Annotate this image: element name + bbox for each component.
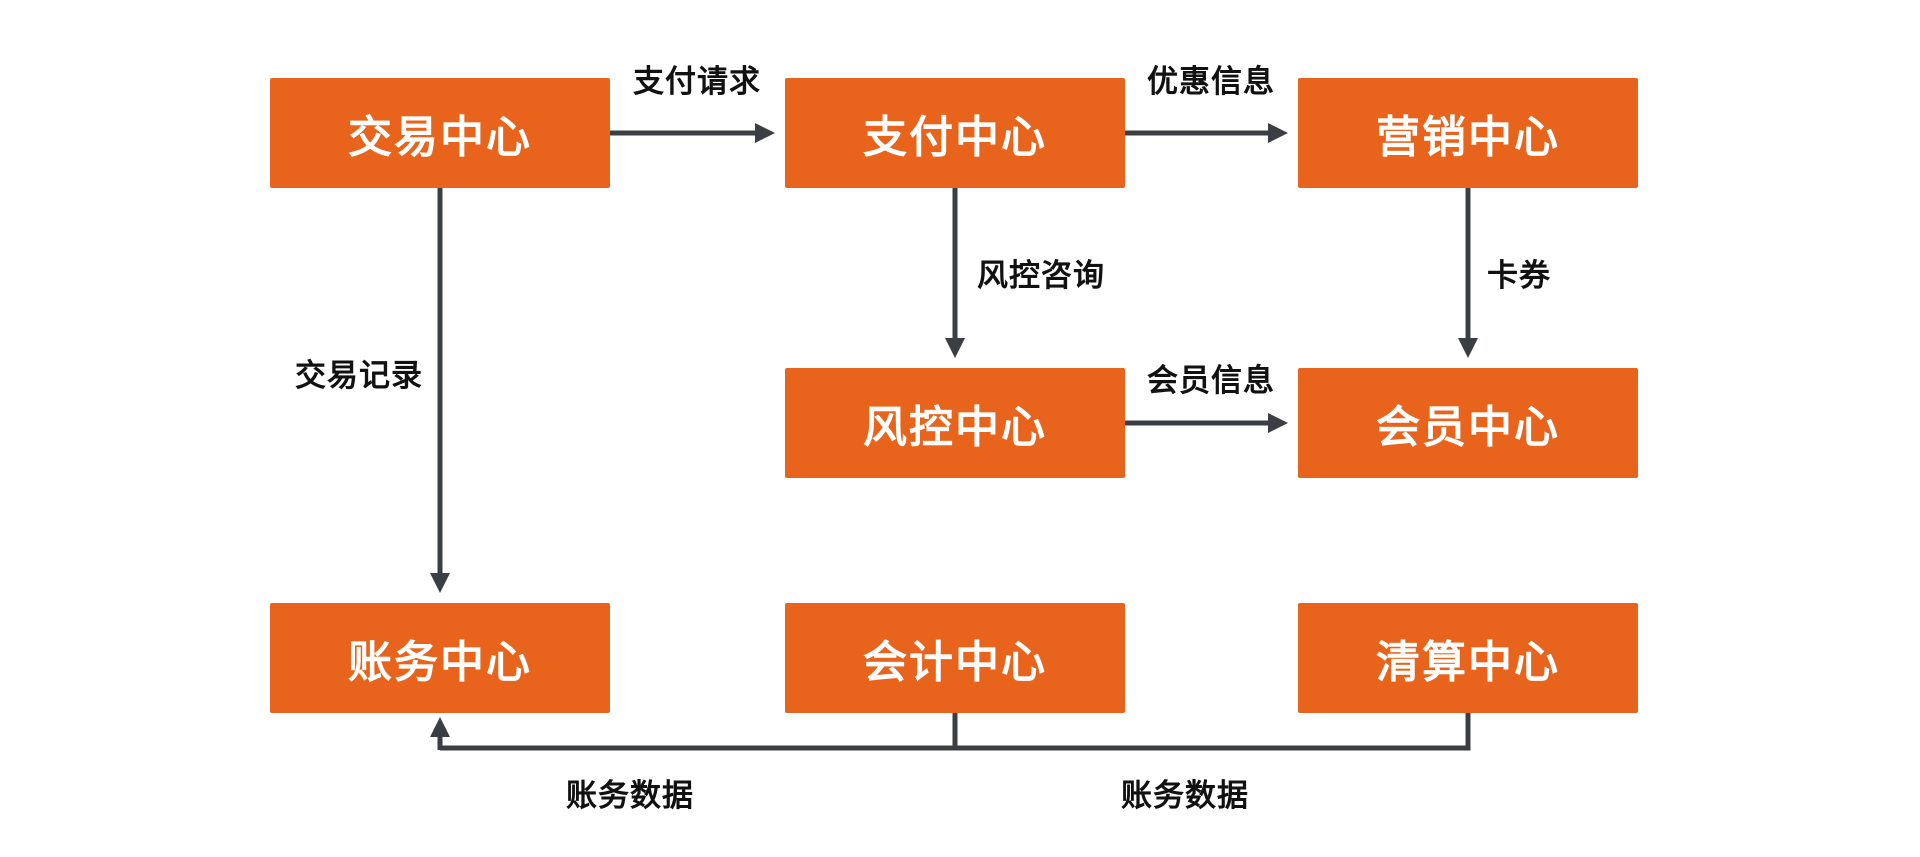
edge-label-account-data-right: 账务数据 <box>1121 778 1249 813</box>
node-account-center: 账务中心 <box>270 603 610 713</box>
node-risk-control-center: 风控中心 <box>785 368 1125 478</box>
edge-label-member-info: 会员信息 <box>1147 363 1275 398</box>
node-accounting-center: 会计中心 <box>785 603 1125 713</box>
edge-clearing-to-account <box>440 713 1471 751</box>
edge-label-promo-info: 优惠信息 <box>1147 64 1275 99</box>
node-marketing-center: 营销中心 <box>1298 78 1638 188</box>
node-clearing-center: 清算中心 <box>1298 603 1638 713</box>
node-trade-center: 交易中心 <box>270 78 610 188</box>
edge-label-payment-request: 支付请求 <box>633 64 761 99</box>
edge-label-risk-consult: 风控咨询 <box>977 258 1105 293</box>
node-member-center: 会员中心 <box>1298 368 1638 478</box>
edge-label-coupon: 卡券 <box>1487 258 1551 293</box>
node-payment-center: 支付中心 <box>785 78 1125 188</box>
edge-label-account-data-left: 账务数据 <box>566 778 694 813</box>
edge-label-trade-record: 交易记录 <box>295 358 423 393</box>
